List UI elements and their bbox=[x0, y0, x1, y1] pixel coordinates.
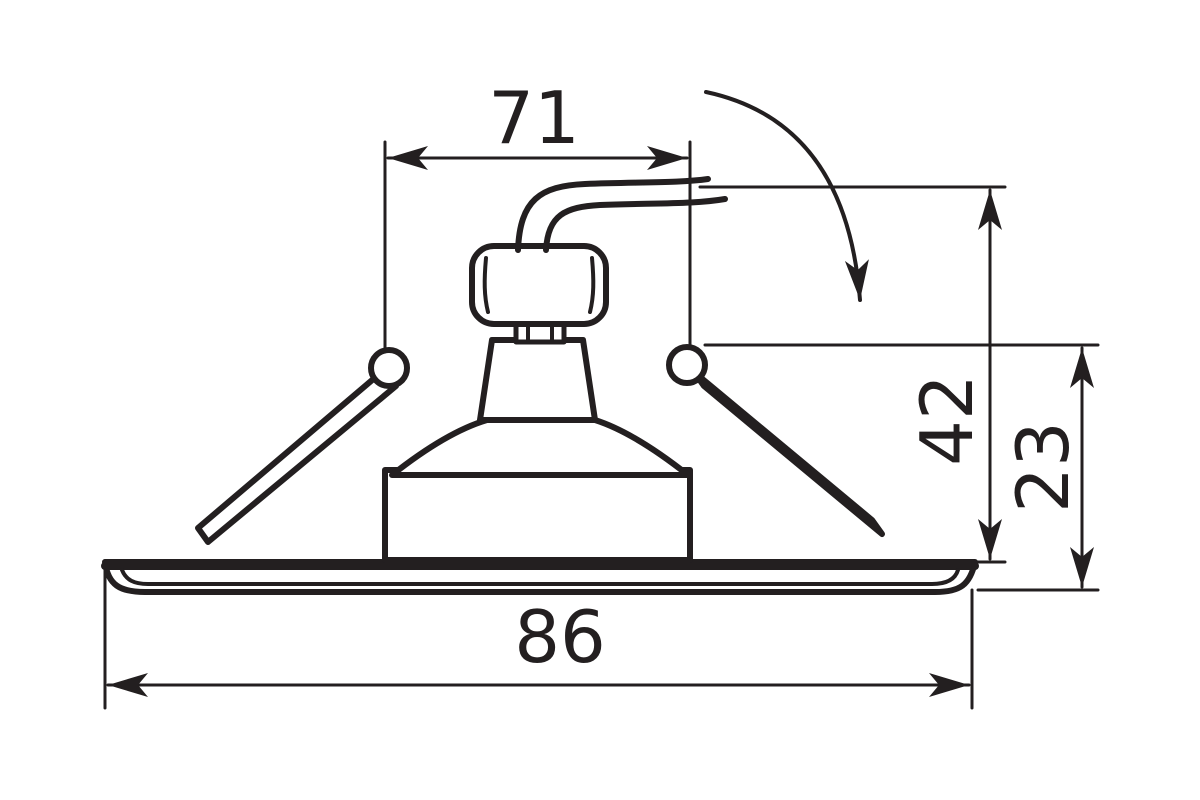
extension-lines bbox=[103, 140, 1100, 710]
bezel-inner-lip bbox=[120, 568, 960, 586]
dimension-lines bbox=[106, 146, 1094, 697]
terminal-block bbox=[469, 243, 609, 327]
clip-left-pivot bbox=[368, 347, 410, 389]
dim-label-total-height: 42 bbox=[905, 374, 989, 466]
dim-label-outer-diameter: 86 bbox=[514, 595, 606, 679]
clip-right-arm bbox=[691, 369, 885, 537]
dim-label-recessed-depth: 23 bbox=[1001, 421, 1085, 513]
spring-clip-left bbox=[195, 347, 410, 545]
terminal-block-inner bbox=[482, 256, 490, 314]
cable-wire-upper bbox=[515, 176, 711, 253]
spring-clip-right bbox=[666, 344, 885, 537]
cable-wire-lower bbox=[543, 196, 728, 253]
clip-left-arm bbox=[195, 367, 399, 545]
bezel bbox=[101, 559, 979, 595]
lamp-socket bbox=[469, 243, 609, 423]
terminal-block-inner-right bbox=[588, 256, 596, 314]
housing-body bbox=[382, 467, 693, 563]
socket-neck bbox=[477, 337, 598, 423]
housing-dome bbox=[389, 417, 691, 478]
housing bbox=[382, 417, 693, 563]
dim-label-cutout-width: 71 bbox=[488, 76, 580, 160]
power-cable bbox=[515, 176, 728, 253]
tilt-rotation-arrow-icon bbox=[704, 90, 869, 302]
clip-right-pivot bbox=[666, 344, 708, 386]
